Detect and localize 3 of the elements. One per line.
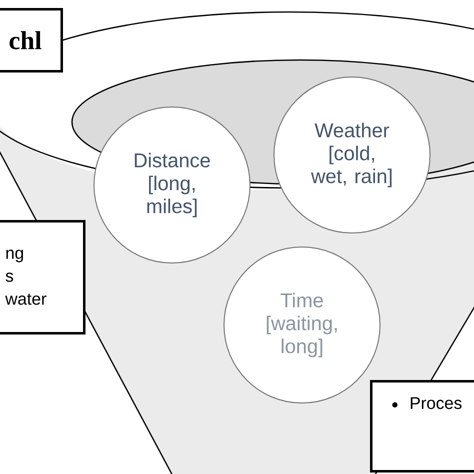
list-box: ng s water xyxy=(0,220,86,334)
list-box: Proces xyxy=(370,380,474,472)
title-box: chl xyxy=(0,8,63,72)
